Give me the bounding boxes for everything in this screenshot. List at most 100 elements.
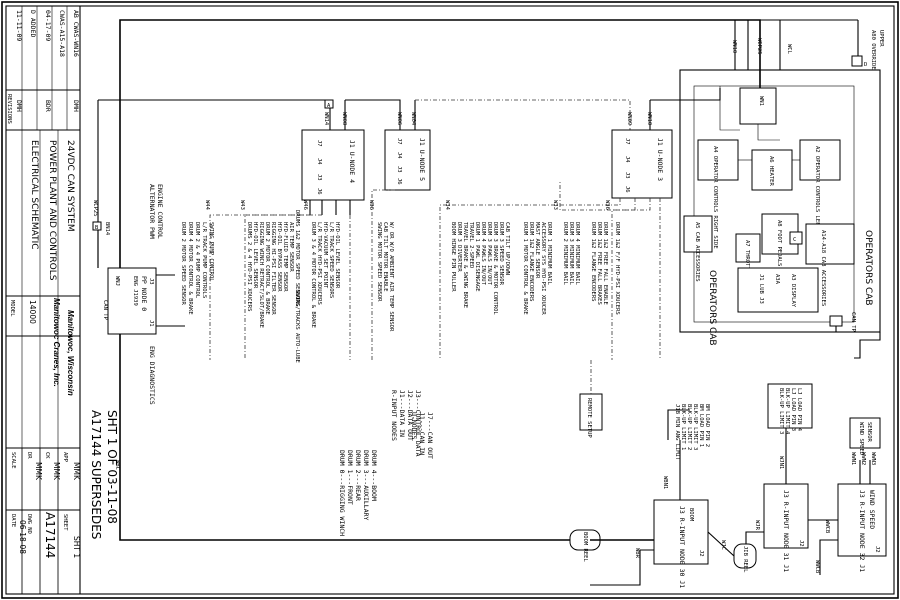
unode5-j4: J4 xyxy=(396,152,402,159)
boom-node-30: J3 R-INPUT NODE 30 J1 J2 BOOM WBN1 J1B M… xyxy=(569,404,710,588)
unode4-a4: SWING PUMP CONTROL xyxy=(208,222,214,282)
unode3-j3: J3 xyxy=(624,172,630,179)
cable-wwn3: WWN3 xyxy=(870,452,876,465)
cable-wjn1: WJN1 xyxy=(778,456,784,469)
rev2-desc: CWAS-A15-A18 xyxy=(58,10,66,57)
unode4-b3: DRUM 2 MOTOR CONTROL & BRAKE xyxy=(264,222,270,315)
operators-cab-title2: OPERATORS CAB xyxy=(707,270,717,346)
unode3-b3: ACCESSORY SYS HYD-PSI XDUCER xyxy=(540,222,546,315)
legend-drums-3: DRUM 4---BOOM xyxy=(370,450,378,501)
pp-node-0: PP NODE 0 ENG J1939 WNJ J3 J1 B BN14 WCP… xyxy=(92,184,590,541)
unode4-a2: DRUM 2 & 4 PUMP CONTROL xyxy=(194,222,200,299)
unode5-j3: J3 xyxy=(396,166,402,173)
rev3-by: DMH xyxy=(72,100,80,112)
unode3-a1: DRUM 3 DIVERTER xyxy=(456,222,462,272)
unode4-a1: DRUM 4 MOTOR CONTROL & BRAKE xyxy=(187,222,193,315)
unode3-w36: W36 xyxy=(604,200,610,210)
unode3-title: J1 U-NODE 3 xyxy=(656,138,664,181)
cab-j1: J1 LUB J3 xyxy=(758,274,764,304)
ab-upper: UPPER xyxy=(878,30,884,47)
unode4-b8: SWING/TRACKS AUTO-LUBE xyxy=(294,290,300,363)
unode5-l2: W/ OR W/O AMBIENT AIR TEMP SENSOR xyxy=(388,222,394,332)
unode4-j6: J6 xyxy=(316,188,322,195)
jib-list-1: BLK-UP LIMIT 4 xyxy=(784,388,790,435)
cab-a4: A4 OPERATOR CONTROLS RIGHT SIDE xyxy=(712,146,718,249)
jib-node-j2: J2 xyxy=(798,540,804,547)
jib-list-2: LJ LOAD PIN 3 xyxy=(790,388,796,431)
dwg-value: A17144 xyxy=(43,512,57,558)
unode4-c5: HYD-OIL LEVEL SENSOR xyxy=(334,222,340,289)
boom-list-1: BLK-UP LIMIT 1 xyxy=(680,404,686,450)
unode3-j7: J7 xyxy=(624,138,630,145)
unode4-a0: DRUM 2 MOTOR SPEED SENSOR xyxy=(180,222,186,305)
cab-a6: A6 HEATER xyxy=(768,156,774,186)
unode3-j4: J4 xyxy=(624,156,630,163)
unode3-j6: J6 xyxy=(624,186,630,193)
cab-a2: A2 OPERATOR CONTROLS LEFT SIDE xyxy=(814,146,820,245)
unode3-a3: TRAVEL 2-SPEED xyxy=(468,222,474,268)
unode-3: J1 U-NODE 3 J7 J4 J3 J6 W34 W33 W36 xyxy=(439,129,673,360)
unode4-b0: DRUMS 2 & 4 HYD-PSI XDUCERS xyxy=(246,222,252,311)
cable-wn10: WN10 xyxy=(731,40,737,53)
unode3-b2: MAST ANGLE SENSOR xyxy=(534,222,540,279)
operators-cab-title: OPERATORS CAB xyxy=(863,230,873,306)
unode4-j3: J3 xyxy=(316,174,322,181)
engine-label: ENGINE CONTROL xyxy=(156,184,164,239)
c-marker: C xyxy=(793,237,796,243)
unode3-a2: TRAVEL BRAKE & SWING BRAKE xyxy=(462,222,468,308)
ck-label: CK xyxy=(44,452,50,459)
unode5-w36: W36 xyxy=(368,200,374,210)
legend-unodes-1: J7---CAN OUT xyxy=(426,412,434,459)
wind-node-j2: J2 xyxy=(874,546,880,553)
boom-reel: BOOM REEL xyxy=(582,532,588,562)
boom-label: BOOM xyxy=(688,508,694,522)
title-line1: ELECTRICAL SCHEMATIC xyxy=(29,140,39,250)
unode4-b2: RIGGING WINCH RETRACT/SLOT/BRAKE xyxy=(258,222,264,328)
legend-title: R-INPUT NODES xyxy=(390,390,398,441)
unode3-a9: CAB TILT UP/DOWN xyxy=(504,222,510,275)
wind-node-32: J3 R-INPUT NODE 32 J1 J2 WIND SPEED WWN1… xyxy=(808,417,887,575)
unode3-list-a: BOOM HINGE PIN PULLER DRUM 3 DIVERTER TR… xyxy=(450,222,510,315)
cab-a5: A5 CAB ACCESSORIES xyxy=(694,222,700,282)
legend-item-0: J1---DATA IN xyxy=(398,390,406,437)
legend-drums-1: DRUM 2---REAR xyxy=(354,450,362,501)
unode-4: J1 U-NODE 4 J7 J4 J3 J6 W44 W43 W46 DRUM… xyxy=(204,129,365,360)
d-marker: D xyxy=(864,62,867,68)
rev1-by: DMH xyxy=(15,100,23,112)
unode5-j6: J6 xyxy=(396,178,402,185)
unode3-list-b: DRUM 1 MOTOR CONTROL & BRAKE DRUM 1&2 FL… xyxy=(522,222,580,315)
unode3-a6: DRUM 3 PAWLS IN/OUT xyxy=(486,222,492,286)
unode4-w46: W46 xyxy=(302,200,308,210)
unode5-l0: SWING MOTOR SPEED SENSOR xyxy=(376,222,382,302)
cab-can-link xyxy=(854,332,881,359)
sheet-value: SHT 1 xyxy=(72,536,81,558)
unode4-b6: HYD-FLUID TEMP SENSOR xyxy=(282,222,288,292)
boom-list-4: BM LOAD PIN 1 xyxy=(698,404,704,447)
unode5-title: J1 U-NODE 5 xyxy=(418,138,426,181)
unode3-b4: DRUM 1 MINIMUM BAIL xyxy=(546,222,552,286)
revisions-heading: REVISIONS xyxy=(6,94,12,124)
sheet-label: SHEET xyxy=(62,514,68,531)
pp-node-j3: J3 xyxy=(148,278,154,285)
unode4-c4: L/R TRACK SPEED SENSORS xyxy=(328,222,334,298)
boom-list-0: J1B MIN ANG LIMIT xyxy=(674,404,680,461)
legend: U-NODES J1---CAN IN J7---CAN OUT R-INPUT… xyxy=(338,390,434,536)
cab-can-tp: CAN TP xyxy=(850,312,856,333)
legend-unodes-title: U-NODES xyxy=(410,412,418,439)
cable-wwcb: WWCB xyxy=(824,520,830,534)
a-marker: A xyxy=(327,103,331,109)
pp-can-tp: CAN TP xyxy=(102,300,108,321)
sheet-inner-border xyxy=(5,5,895,595)
cable-wjr: WJR xyxy=(754,520,760,531)
legend-drums-title: DRUM 0---RIGGING WINCH xyxy=(338,450,346,536)
legend-drums-0: DRUM 1---FRONT xyxy=(346,450,354,505)
dr-label: DR xyxy=(26,452,32,459)
boom-list-3: BLK-UP LIMIT 3 xyxy=(692,404,698,450)
unode3-a7: DRUM 3 BRAKE & MOTOR CONTROL xyxy=(492,222,498,315)
unode4-c3: HYD-VACUUM SET POINT xyxy=(322,222,328,289)
unode4-list-a: DRUM 2 MOTOR SPEED SENSOR DRUM 4 MOTOR C… xyxy=(180,222,214,315)
jib-list-0: BLK-UP LIMIT 3 xyxy=(778,388,784,434)
boom-list-5: BM LOAD PIN 2 xyxy=(704,404,710,447)
unode5-l1: CAB TILT MOTOR ENABLE xyxy=(382,222,388,292)
